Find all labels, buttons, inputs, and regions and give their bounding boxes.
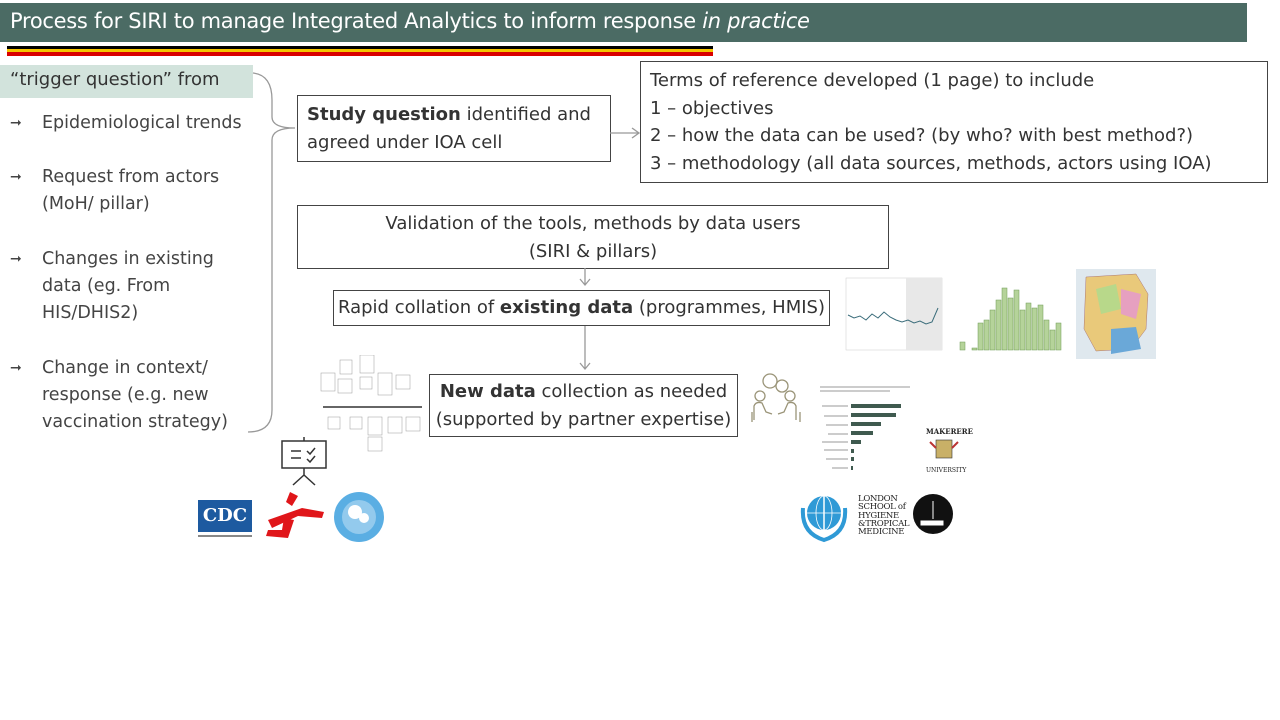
- lshtm-text: &TROPICAL: [858, 518, 910, 529]
- arrow-down: [579, 268, 591, 371]
- item-text: vaccination strategy): [42, 412, 228, 432]
- rapid-post: (programmes, HMIS): [633, 297, 825, 318]
- brace-connector: [247, 72, 296, 433]
- newdata-bold: New data: [439, 381, 536, 402]
- newdata-rest: collection as needed: [535, 381, 728, 402]
- survey-bar-chart-thumbnail: [820, 386, 910, 470]
- study-line2: agreed under IOA cell: [307, 132, 503, 153]
- study-bold: Study question: [307, 104, 461, 125]
- flag-stripe-yellow: [7, 49, 713, 52]
- item-text: Request from actors: [42, 167, 220, 187]
- terms-line: Terms of reference developed (1 page) to…: [650, 70, 1095, 91]
- lshtm-text: SCHOOL of: [858, 502, 906, 513]
- study-rest: identified and: [460, 104, 591, 125]
- slide-title: Process for SIRI to manage Integrated An…: [0, 3, 1247, 42]
- trigger-label: “trigger question” from: [0, 65, 253, 98]
- item-text: HIS/DHIS2): [42, 303, 139, 323]
- item-text: Changes in existing: [42, 249, 214, 269]
- newdata-line2: (supported by partner expertise): [435, 409, 732, 430]
- lshtm-crest-logo: [913, 494, 953, 534]
- validation-line1: Validation of the tools, methods by data…: [385, 213, 801, 234]
- rapid-bold: existing data: [499, 297, 634, 318]
- arrow-icon: ➞: [10, 360, 22, 376]
- discussion-people-icon: [751, 373, 801, 422]
- item-text: data (eg. From: [42, 276, 171, 296]
- lshtm-text: LONDON: [858, 494, 898, 504]
- terms-line: 3 – methodology (all data sources, metho…: [650, 152, 1212, 174]
- lshtm-text: MEDICINE: [858, 527, 905, 538]
- line-chart-thumbnail: [845, 277, 943, 351]
- validation-line2: (SIRI & pillars): [528, 241, 658, 262]
- unicef-logo: [334, 492, 384, 542]
- bar-chart-thumbnail: [959, 287, 1062, 351]
- presentation-board-icon: [281, 437, 327, 486]
- who-logo: [800, 492, 848, 543]
- timeline-thumbnail: [320, 355, 422, 452]
- terms-line: 1 – objectives: [650, 97, 774, 119]
- uganda-map-thumbnail: [1076, 269, 1156, 359]
- cdc-logo: CDC: [198, 500, 252, 540]
- terms-line: 2 – how the data can be used? (by who? w…: [650, 125, 1194, 146]
- lshtm-text: HYGIENE: [858, 510, 899, 521]
- arrow-icon: ➞: [10, 115, 22, 131]
- title-italic: in practice: [702, 9, 810, 33]
- flag-stripe-red: [7, 52, 713, 56]
- svg-text:MAKERERE: MAKERERE: [926, 427, 973, 436]
- title-text: Process for SIRI to manage Integrated An…: [10, 9, 703, 33]
- arrow-icon: ➞: [10, 169, 22, 185]
- new-data-box: New data collection as needed (supported …: [429, 374, 738, 437]
- msf-logo: [266, 492, 324, 538]
- rapid-pre: Rapid collation of: [337, 297, 500, 318]
- arrow-right: [610, 127, 641, 139]
- item-text: Change in context/: [42, 358, 208, 378]
- arrow-icon: ➞: [10, 251, 22, 267]
- validation-box: Validation of the tools, methods by data…: [297, 205, 889, 269]
- item-text: Epidemiological trends: [42, 113, 242, 133]
- study-question-box: Study question identified and agreed unde…: [297, 95, 611, 162]
- terms-of-reference-box: Terms of reference developed (1 page) to…: [640, 61, 1268, 183]
- item-text: response (e.g. new: [42, 385, 209, 405]
- makerere-university-logo: MAKERERE UNIVERSITY: [926, 427, 973, 474]
- flag-stripe-black: [7, 46, 713, 49]
- rapid-collation-box: Rapid collation of existing data (progra…: [333, 290, 830, 326]
- svg-text:UNIVERSITY: UNIVERSITY: [926, 467, 967, 474]
- item-text: (MoH/ pillar): [42, 194, 150, 214]
